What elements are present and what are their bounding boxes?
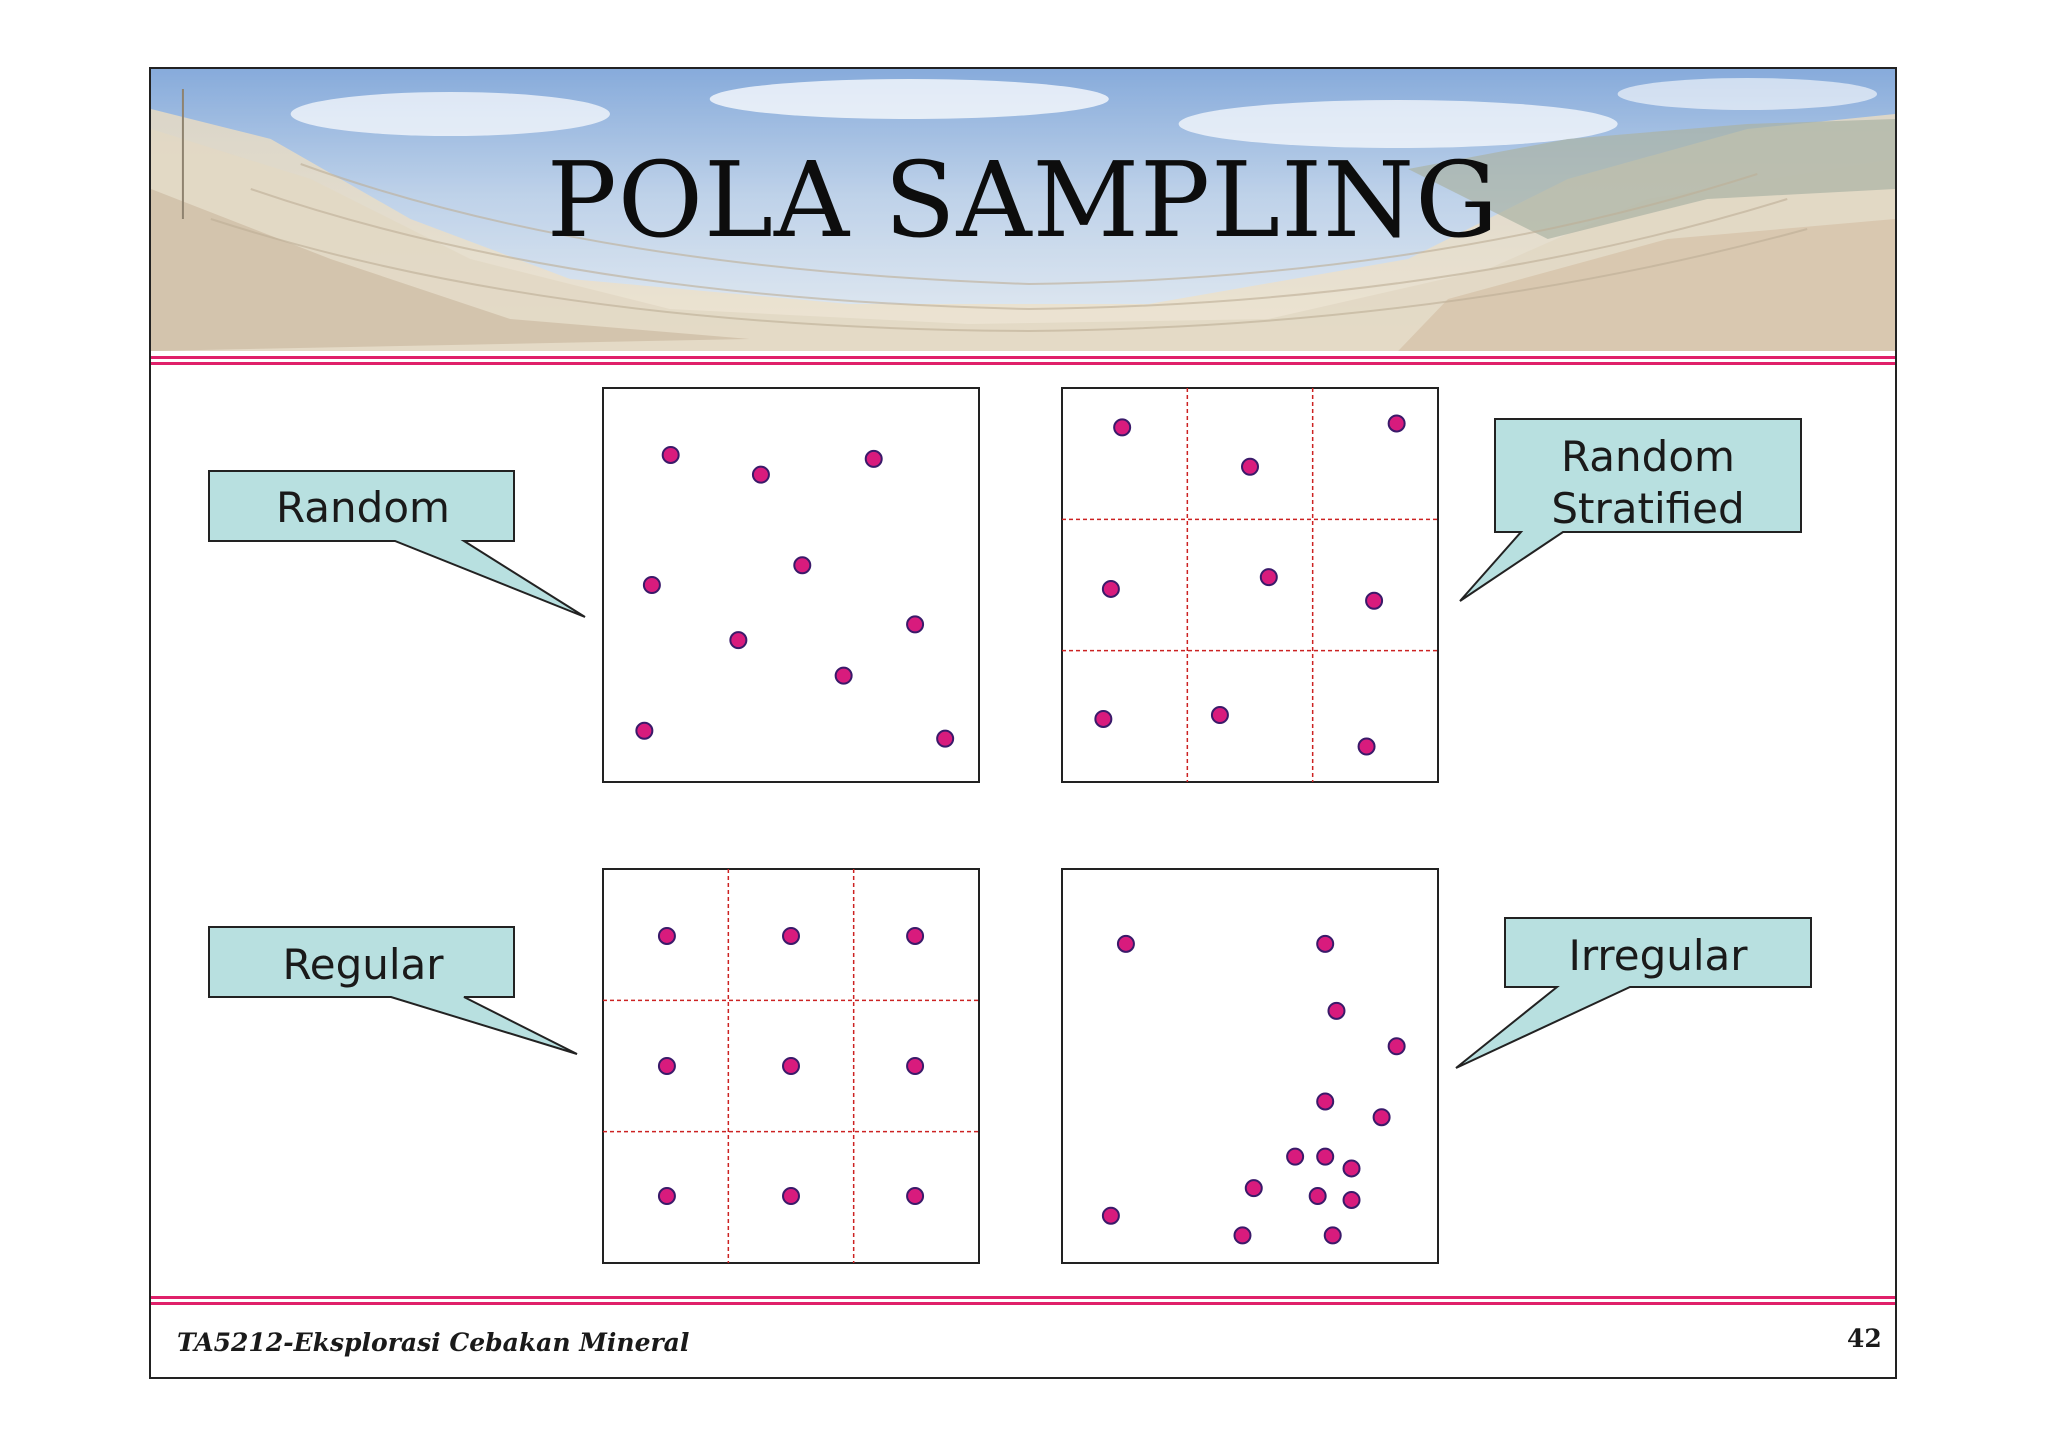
sample-point [1316,1147,1335,1166]
slide: POLA SAMPLING Random Random Stratified R… [149,67,1897,1379]
sample-point [1365,591,1384,610]
sample-point [1113,418,1132,437]
callout-irregular: Irregular [1455,917,1812,1069]
sample-point [782,926,800,945]
sample-point [1357,737,1376,756]
sample-point [642,576,661,594]
sample-point [1101,579,1120,598]
sample-point [1387,1037,1406,1056]
callout-random-stratified-line1: Random [1561,432,1735,481]
sample-point [782,1057,800,1075]
callout-random-label: Random [276,483,450,532]
sample-point [936,729,955,748]
sample-point [1316,1092,1335,1111]
callout-regular-label: Regular [282,940,444,989]
callout-random-stratified: Random Stratified [1459,418,1802,602]
sample-point [1210,706,1229,725]
sample-point [782,1187,800,1206]
sample-point [1101,1206,1120,1225]
sample-point [751,465,770,484]
callout-random-stratified-line2: Stratified [1551,484,1744,533]
bottom-accent-rule [151,1291,1895,1305]
slide-title: POLA SAMPLING [546,139,1500,261]
sampling-patterns-diagram: Random Random Stratified Regular Irregul… [208,387,1812,1264]
panel-random [602,387,980,783]
sample-point [1387,414,1406,433]
sample-point [906,926,925,945]
course-footer: TA5212-Eksplorasi Cebakan Mineral [177,1328,690,1357]
sample-point [793,556,812,575]
callout-irregular-label: Irregular [1568,931,1748,980]
sample-point [1094,709,1113,728]
sample-point [1327,1001,1346,1020]
sample-point [1241,457,1259,476]
sample-point [1316,934,1335,953]
sample-point [657,1057,676,1075]
sample-point [1323,1226,1342,1245]
panel-irregular [1061,868,1439,1264]
sample-point [906,1057,925,1075]
sample-point [1116,934,1135,953]
sample-point [906,615,925,634]
sample-point [864,449,883,468]
panel-irregular-frame [1061,868,1439,1264]
sample-point [1286,1147,1305,1166]
sample-point [834,666,853,685]
panel-random-stratified-frame [1061,387,1439,783]
panel-random-stratified [1061,387,1439,783]
sample-point [657,1187,676,1206]
open-pit-mine-banner [151,69,1895,351]
callout-regular: Regular [208,926,578,1055]
sample-point [1372,1108,1391,1127]
sample-point [1342,1159,1361,1178]
sample-point [1244,1179,1263,1198]
sample-point [1308,1187,1327,1206]
sample-point [1342,1190,1361,1209]
sample-point [1259,568,1278,587]
sample-point [729,631,748,650]
sample-point [906,1187,925,1206]
sample-point [635,721,654,740]
panel-regular [602,868,980,1264]
page-number: 42 [1847,1324,1882,1353]
top-accent-rule [151,351,1895,365]
callout-random: Random [208,470,586,618]
sample-point [1233,1226,1252,1245]
sample-point [657,926,676,945]
sample-point [661,445,680,464]
